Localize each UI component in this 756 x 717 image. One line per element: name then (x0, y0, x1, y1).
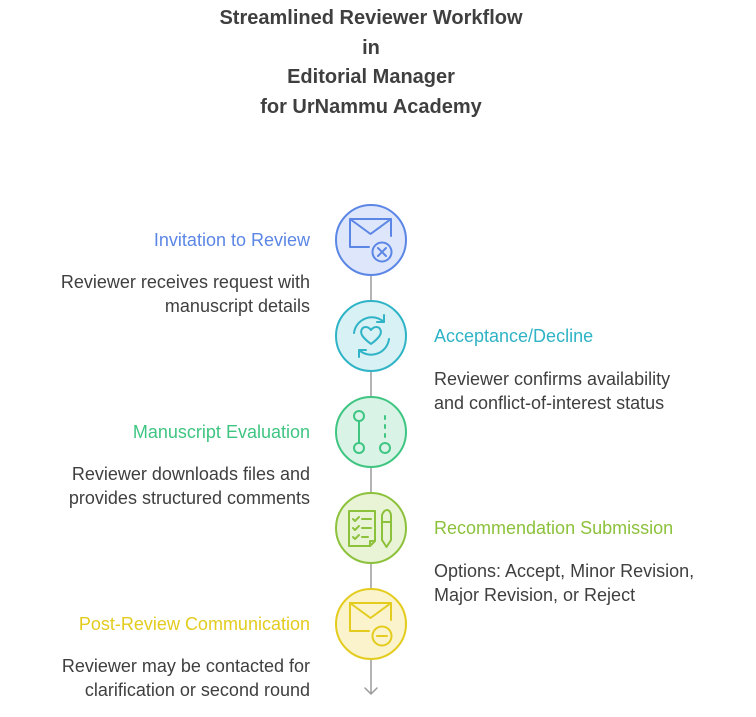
step-4-description: Options: Accept, Minor Revision, Major R… (434, 559, 694, 607)
step-3-description: Reviewer downloads files and provides st… (69, 462, 310, 510)
title-line-1: Streamlined Reviewer Workflow (219, 7, 523, 29)
step-4-node (335, 492, 407, 564)
step-3-title: Manuscript Evaluation (132, 422, 310, 442)
heart-cycle-icon (353, 314, 390, 358)
step-3-desc-line-1: Reviewer downloads files and (71, 464, 310, 484)
step-4-title: Recommendation Submission (434, 518, 674, 538)
checklist-pen-icon (348, 509, 392, 548)
step-5-title: Post-Review Communication (78, 614, 310, 634)
title-line-4: for UrNammu Academy (260, 95, 482, 118)
step-1-node (335, 204, 407, 276)
timeline-connectors (364, 275, 378, 695)
step-2-circle (335, 300, 407, 372)
branch-icon (353, 410, 391, 454)
step-2-desc-line-1: Reviewer confirms availability (434, 369, 671, 389)
envelope-x-icon (349, 218, 393, 263)
diagram-title: Streamlined Reviewer Workflow in Editori… (0, 4, 742, 122)
step-2-desc-line-2: and conflict-of-interest status (434, 393, 665, 413)
step-3-node (335, 396, 407, 468)
step-2-node (335, 300, 407, 372)
title-line-3: Editorial Manager (287, 66, 455, 88)
step-3-desc-line-2: provides structured comments (68, 488, 310, 508)
step-3-circle (335, 396, 407, 468)
step-4-desc-line-2: Major Revision, or Reject (434, 585, 636, 605)
step-1-desc-line-2: manuscript details (164, 296, 310, 316)
step-2-description: Reviewer confirms availability and confl… (434, 367, 670, 415)
step-1-description: Reviewer receives request with manuscrip… (61, 270, 310, 318)
step-5-description: Reviewer may be contacted for clarificat… (62, 654, 310, 702)
envelope-minus-icon (349, 602, 393, 647)
step-2-title: Acceptance/Decline (434, 326, 594, 346)
step-5-desc-line-1: Reviewer may be contacted for (61, 656, 310, 676)
step-5-circle (335, 588, 407, 660)
arrow-down-icon (364, 687, 378, 695)
step-1-title: Invitation to Review (153, 230, 310, 250)
title-line-2: in (362, 36, 380, 59)
step-4-desc-line-1: Options: Accept, Minor Revision, (434, 561, 695, 581)
step-1-desc-line-1: Reviewer receives request with (60, 272, 310, 292)
step-5-node (335, 588, 407, 660)
step-5-desc-line-2: clarification or second round (84, 680, 310, 700)
step-1-circle (335, 204, 407, 276)
